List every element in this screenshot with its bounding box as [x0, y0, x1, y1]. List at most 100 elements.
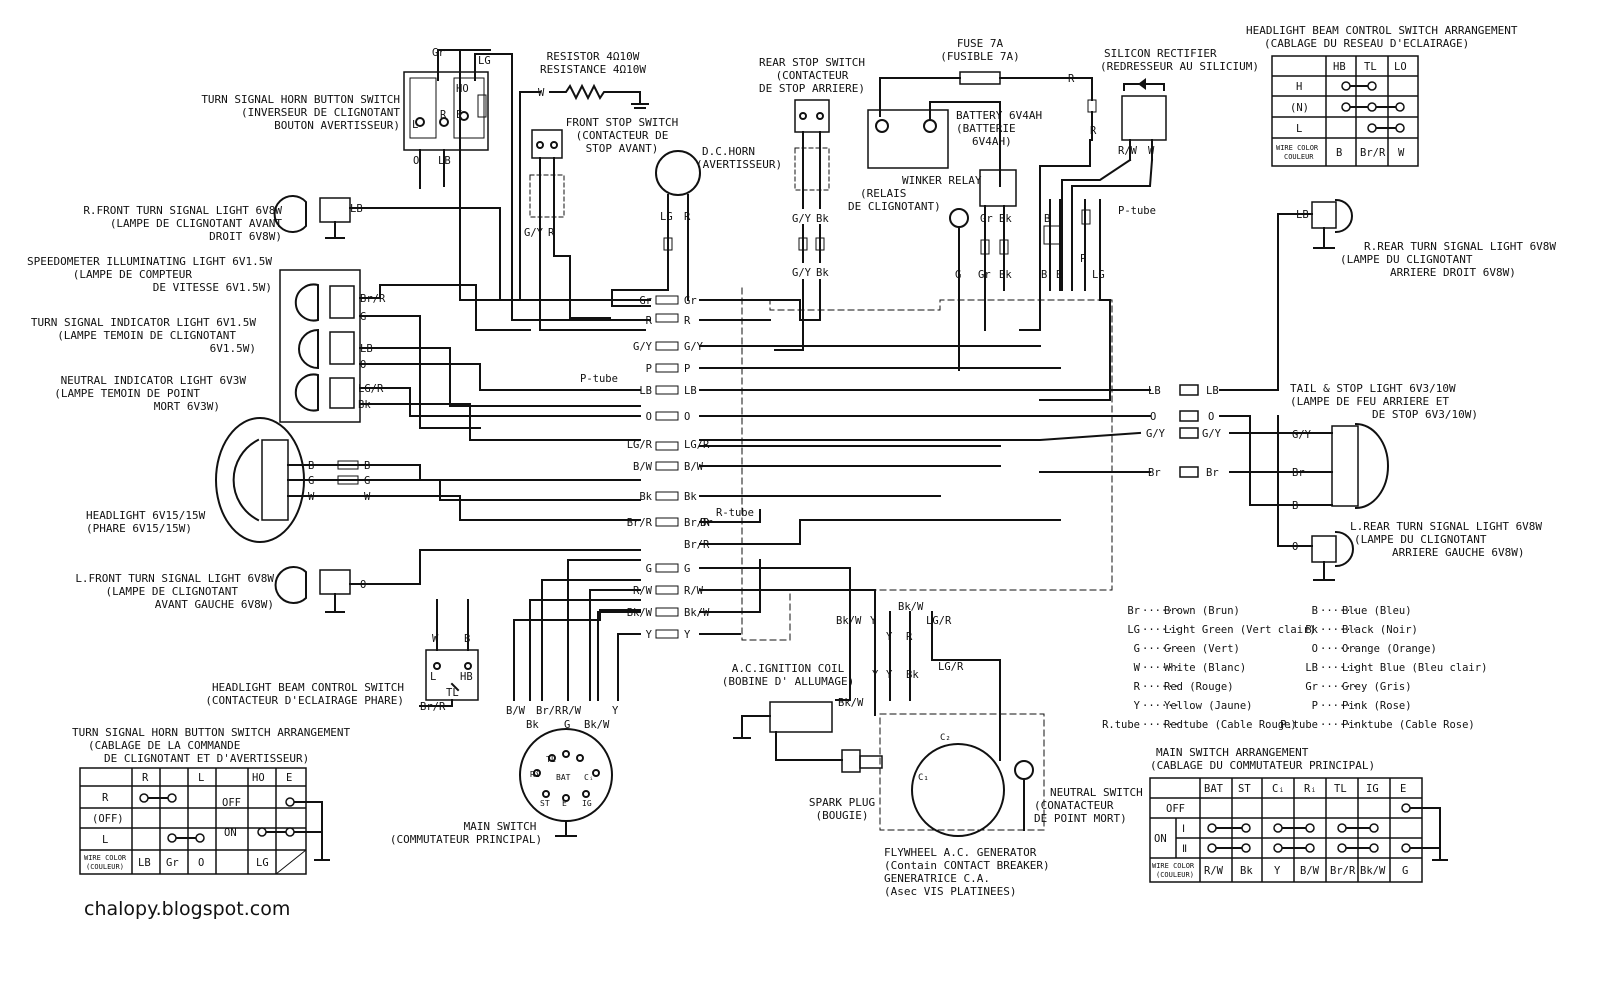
harness-br-label: Br — [700, 517, 713, 529]
th-col-l: L — [198, 772, 204, 784]
wire-label-gy-rs1: G/Y — [792, 213, 812, 225]
wire-label-r-fs: R — [548, 227, 555, 239]
harness-wire-label-right-0: Gr — [684, 295, 697, 307]
legend-desc-4: Red (Rouge) — [1164, 681, 1234, 693]
harness-left — [307, 207, 651, 701]
dc-horn-label: D.C.HORN(AVERTISSEUR) — [696, 145, 782, 171]
right-lamp-bodies — [1219, 198, 1389, 581]
wire-label-b-3: B — [1056, 269, 1062, 281]
wire-label-bk-wr2: Bk — [999, 269, 1012, 281]
wire-label-gr-wr: Gr — [980, 213, 993, 225]
harness-arrows — [337, 295, 679, 639]
legend-dots-3: ······ — [1142, 662, 1180, 674]
wire-label-gr-wr2: Gr — [978, 269, 991, 281]
wire-label-brr-ms: Br/R — [536, 705, 562, 717]
legend-dots-6: ······ — [1142, 719, 1180, 731]
wire-label-g-hl2: G — [364, 475, 370, 487]
wire-label-b-2: B — [1041, 269, 1047, 281]
wire-label-lb-r1: LB — [1148, 385, 1161, 397]
harness-wire-label-left-4: LB — [639, 385, 652, 397]
wire-label-o-r1: O — [1150, 411, 1156, 423]
wire-label-gy-r1: G/Y — [1146, 428, 1166, 440]
harness-wire-label-left-13: Y — [646, 629, 653, 641]
wire-label-lb-top: LB — [438, 155, 451, 167]
ms-col-tl: TL — [1334, 783, 1347, 795]
wire-label-y-ign4: Y — [886, 669, 893, 681]
th-color-gr: Gr — [166, 857, 179, 869]
harness-wire-label-right-2: G/Y — [684, 341, 704, 353]
wire-label-b-hl2: B — [364, 460, 370, 472]
wire-label-bkw-ms: Bk/W — [584, 719, 610, 731]
ms-table-title: MAIN SWITCH ARRANGEMENT(CABLAGE DU COMMU… — [1150, 746, 1375, 772]
wire-label-lgr-ign2: LG/R — [938, 661, 964, 673]
main-switch-label: MAIN SWITCH(COMMUTATEUR PRINCIPAL) — [390, 820, 542, 846]
r-front-turn-label: R.FRONT TURN SIGNAL LIGHT 6V8W(LAMPE DE … — [83, 204, 282, 243]
hl-table-title: HEADLIGHT BEAM CONTROL SWITCH ARRANGEMEN… — [1246, 24, 1518, 50]
legend-desc-8: Black (Noir) — [1342, 624, 1418, 636]
harness-wire-label-right-11: R/W — [684, 585, 704, 597]
wire-label-r-rect: R — [1090, 125, 1097, 137]
legend-dots-9: ······ — [1320, 643, 1358, 655]
wire-label-lg-top: LG — [478, 55, 491, 67]
wire-label-w-hl2: W — [364, 491, 371, 503]
hl-row-h: H — [1296, 81, 1302, 93]
turn-horn-switch-label: TURN SIGNAL HORN BUTTON SWITCH(INVERSEUR… — [201, 93, 400, 132]
ms-col-bat: BAT — [1204, 783, 1224, 795]
ms-color-bw: B/W — [1300, 865, 1320, 877]
ms-col-e: E — [1400, 783, 1406, 795]
wire-label-ptube-r: P-tube — [1118, 205, 1156, 217]
ms-wire-hdr2: (COULEUR) — [1156, 871, 1194, 879]
legend-desc-6: Redtube (Cable Rouge) — [1164, 719, 1297, 731]
wire-label-o-ti: O — [360, 359, 366, 371]
legend-desc-1: Light Green (Vert clair) — [1164, 624, 1316, 636]
th-wire-hdr: WIRE COLOR — [84, 854, 127, 862]
legend-code-4: R — [1134, 681, 1141, 693]
harness-wire-label-right-5: O — [684, 411, 690, 423]
wire-label-y-ms: Y — [612, 705, 619, 717]
legend-dots-8: ······ — [1320, 624, 1358, 636]
th-row-r: R — [102, 792, 109, 804]
component-labels: TURN SIGNAL HORN BUTTON SWITCH(INVERSEUR… — [27, 37, 1556, 898]
wire-label-gy-fs: G/Y — [524, 227, 544, 239]
wire-label-lb-beam: L — [430, 671, 436, 683]
harness-rtube-label: R-tube — [716, 507, 754, 519]
ms-col-st: ST — [1238, 783, 1251, 795]
hl-wire-hdr: WIRE COLOR — [1276, 144, 1319, 152]
neutral-indicator-label: NEUTRAL INDICATOR LIGHT 6V3W(LAMPE TEMOI… — [54, 374, 246, 413]
ms-row-off: OFF — [1166, 803, 1185, 815]
wire-label-l-sw: L — [412, 119, 418, 131]
harness-wire-label-left-7: B/W — [633, 461, 653, 473]
color-legend: Br······Brown (Brun)LG······Light Green … — [1102, 605, 1487, 731]
wire-label-gy-r2: G/Y — [1202, 428, 1222, 440]
ms-color-rw: R/W — [1204, 865, 1224, 877]
harness-wire-label-right-6: LG/R — [684, 439, 710, 451]
wire-label-r-ign: R — [906, 631, 913, 643]
harness-ptube-label: P-tube — [580, 373, 618, 385]
wire-label-y-ign2: Y — [886, 631, 893, 643]
harness-wire-label-left-1: R — [646, 315, 653, 327]
harness-wire-label-right-1: R — [684, 315, 691, 327]
wire-label-e-sw: E — [456, 109, 462, 121]
wire-label-g-wr: G — [955, 269, 961, 281]
wire-label-bk-wr: Bk — [999, 213, 1012, 225]
rectifier-label: SILICON RECTIFIER(REDRESSEUR AU SILICIUM… — [1100, 47, 1259, 73]
harness-wire-label-left-2: G/Y — [633, 341, 653, 353]
harness-wire-label-right-12: Bk/W — [684, 607, 710, 619]
hl-color-b: B — [1336, 147, 1342, 159]
ms-wire-hdr: WIRE COLOR — [1152, 862, 1195, 870]
ms-row-on: ON — [1154, 833, 1167, 845]
harness-wire-label-left-11: R/W — [633, 585, 653, 597]
beam-switch-body — [419, 599, 479, 707]
legend-desc-10: Light Blue (Bleu clair) — [1342, 662, 1487, 674]
ms-term-st: ST — [540, 799, 550, 808]
legend-dots-11: ······ — [1320, 681, 1358, 693]
wire-label-rw-ms: R/W — [562, 705, 582, 717]
wire-label-w-res: W — [538, 87, 545, 99]
harness-wire-label-right-13: Y — [684, 629, 691, 641]
ms-row-on2: Ⅱ — [1182, 843, 1187, 855]
wire-label-r-horn: R — [684, 211, 691, 223]
right-connectors — [1179, 384, 1199, 478]
th-table-title: TURN SIGNAL HORN BUTTON SWITCH ARRANGEME… — [72, 726, 351, 765]
